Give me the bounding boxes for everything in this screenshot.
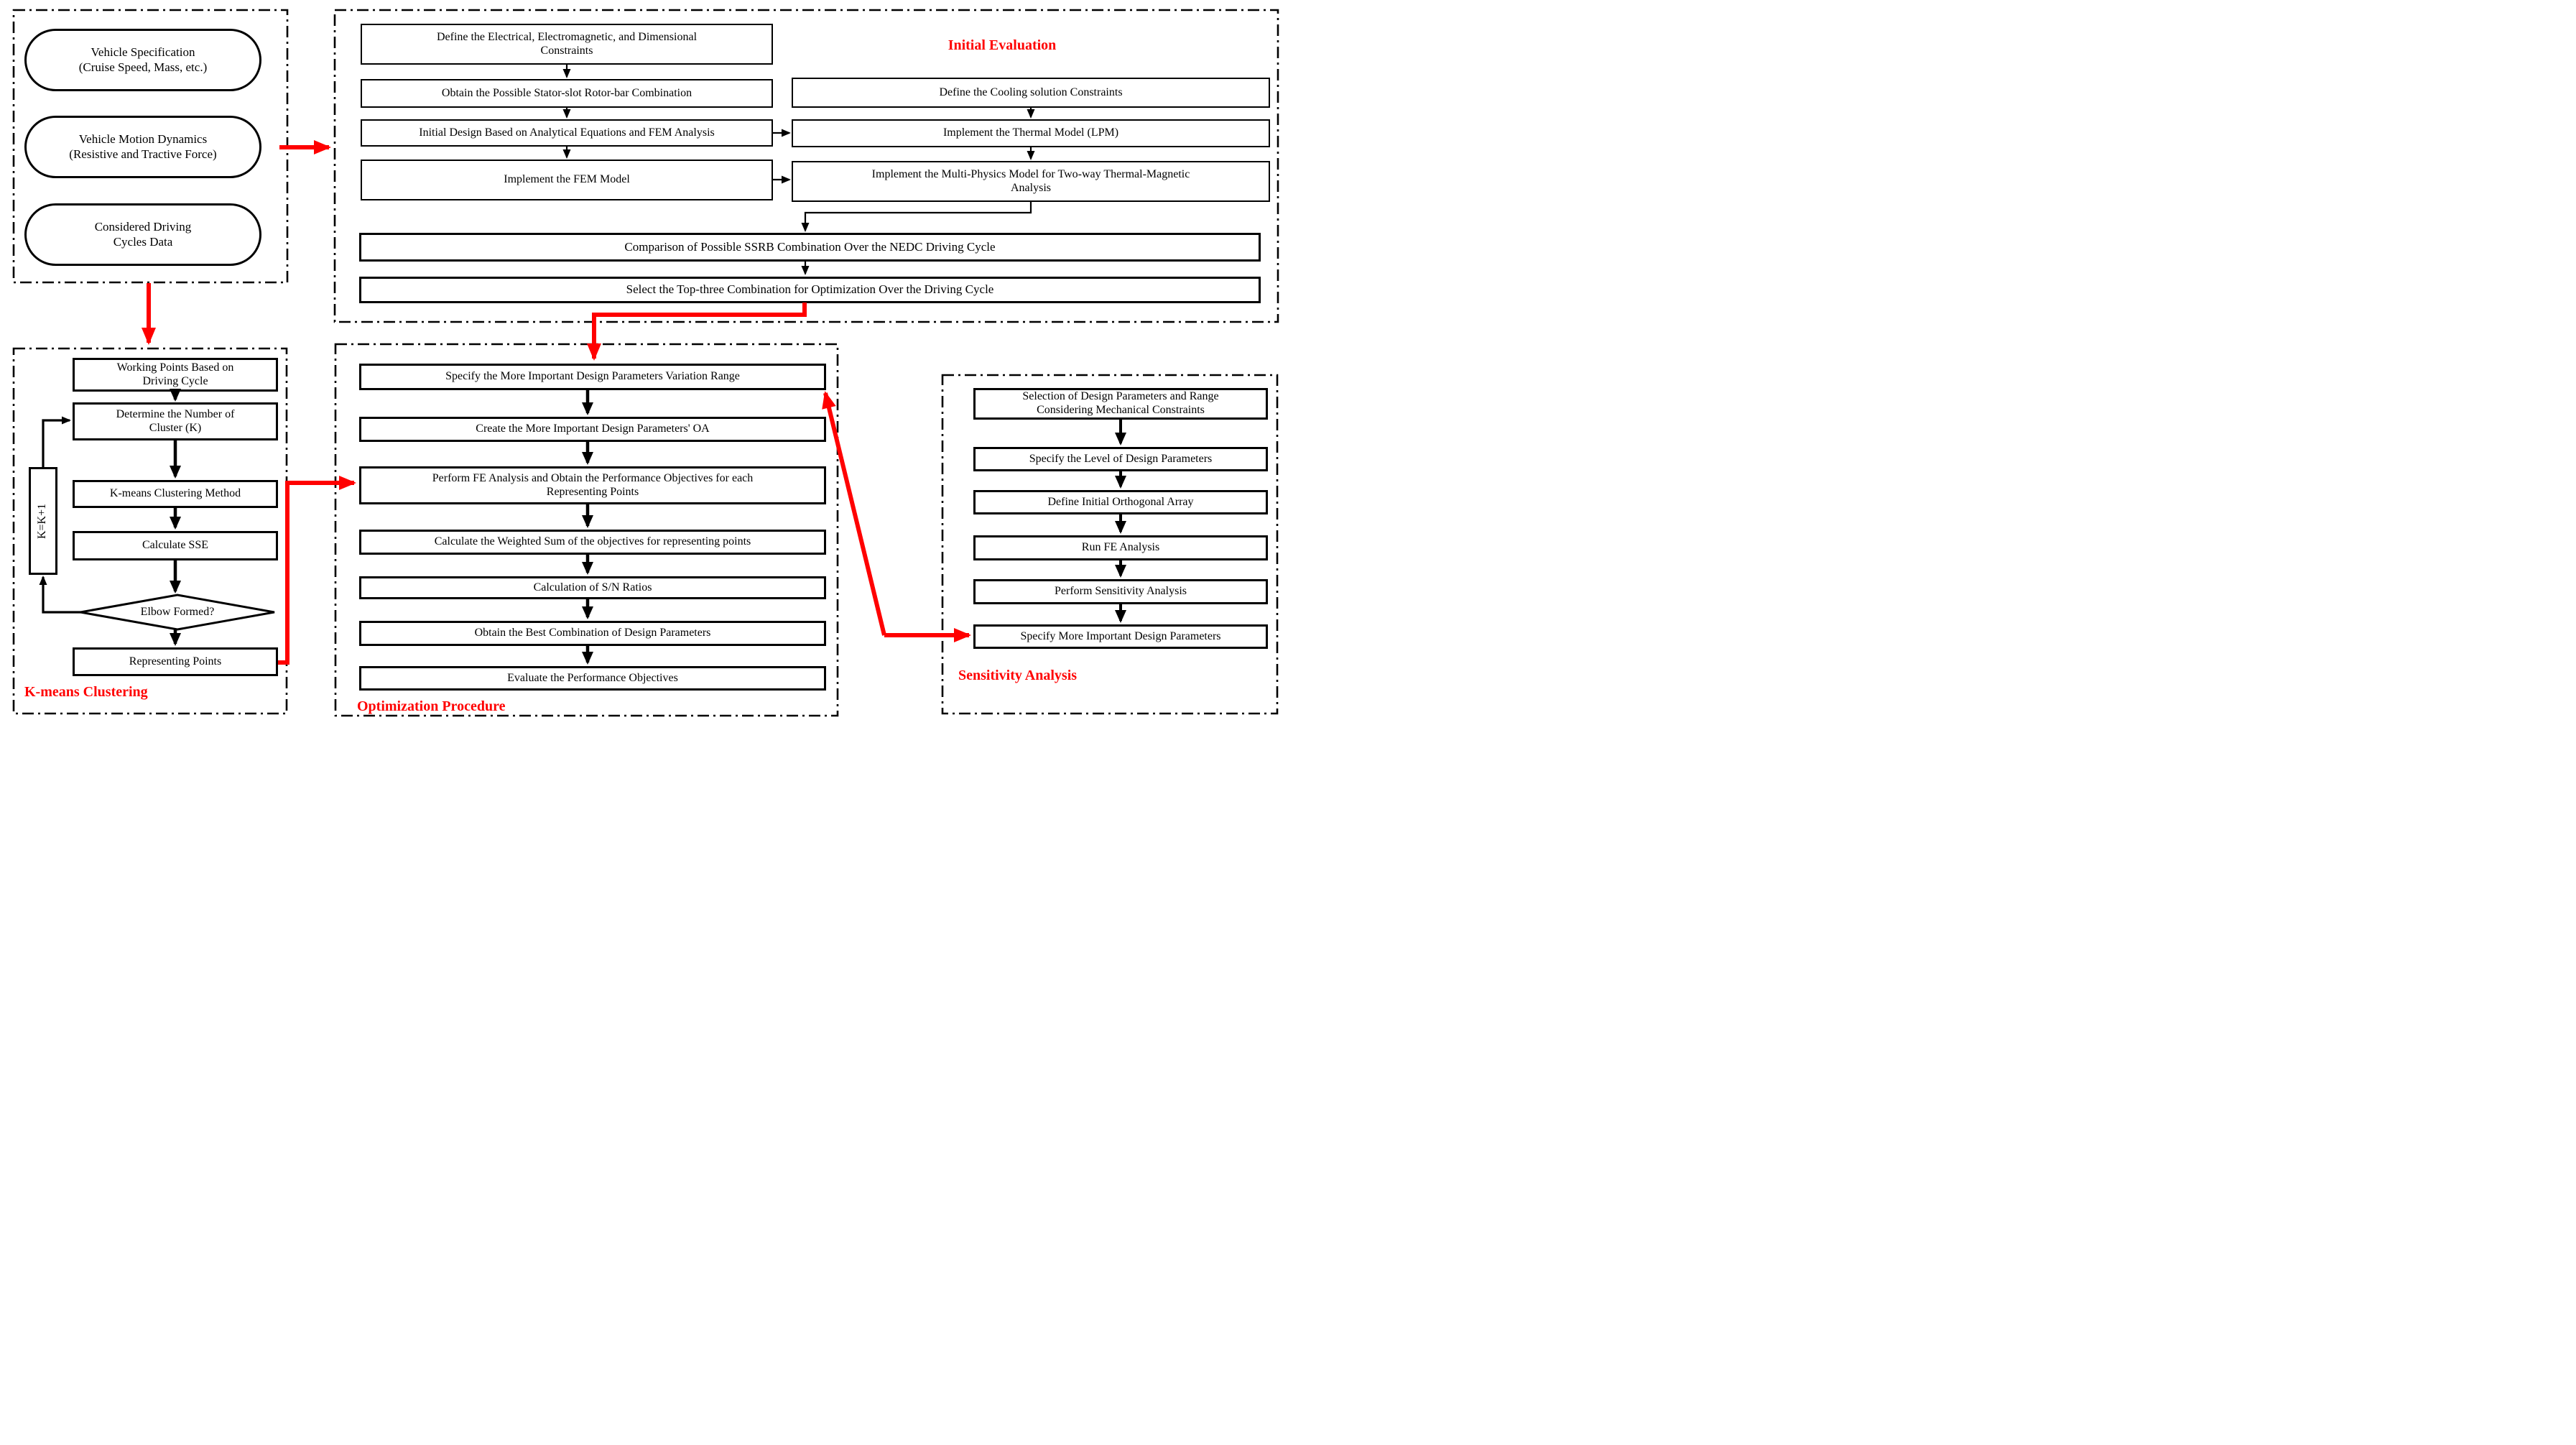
- box-vehicle-motion-dynamics: Vehicle Motion Dynamics (Resistive and T…: [24, 116, 261, 178]
- box-run-fe-analysis: Run FE Analysis: [973, 535, 1268, 560]
- box-create-oa: Create the More Important Design Paramet…: [359, 417, 826, 442]
- box-calculate-sse: Calculate SSE: [73, 531, 278, 560]
- box-weighted-sum: Calculate the Weighted Sum of the object…: [359, 530, 826, 555]
- arrow-top-three-to-optimization: [587, 303, 807, 361]
- box-initial-design: Initial Design Based on Analytical Equat…: [361, 119, 773, 147]
- box-multi-physics-model: Implement the Multi-Physics Model for Tw…: [792, 161, 1270, 202]
- box-driving-cycles-data: Considered Driving Cycles Data: [24, 203, 261, 266]
- box-vehicle-specification: Vehicle Specification (Cruise Speed, Mas…: [24, 29, 261, 91]
- box-implement-fem-model: Implement the FEM Model: [361, 160, 773, 200]
- kmeans-section-title: K-means Clustering: [24, 684, 148, 700]
- sensitivity-section-title: Sensitivity Analysis: [958, 668, 1078, 683]
- box-k-increment-loop: K=K+1: [29, 467, 57, 575]
- box-ssrb-comparison: Comparison of Possible SSRB Combination …: [359, 233, 1261, 262]
- box-kmeans-method: K-means Clustering Method: [73, 480, 278, 508]
- box-selection-design-parameters: Selection of Design Parameters and Range…: [973, 388, 1268, 420]
- box-working-points: Working Points Based on Driving Cycle: [73, 358, 278, 392]
- box-perform-fe-analysis: Perform FE Analysis and Obtain the Perfo…: [359, 466, 826, 504]
- box-determine-cluster-number: Determine the Number of Cluster (K): [73, 402, 278, 440]
- arrow-representing-points-to-fe-analysis: [278, 476, 356, 665]
- flowchart-canvas: Vehicle Specification (Cruise Speed, Mas…: [0, 0, 1288, 723]
- box-perform-sensitivity-analysis: Perform Sensitivity Analysis: [973, 579, 1268, 604]
- box-sn-ratios: Calculation of S/N Ratios: [359, 576, 826, 599]
- box-select-top-three: Select the Top-three Combination for Opt…: [359, 277, 1261, 303]
- box-best-combination: Obtain the Best Combination of Design Pa…: [359, 621, 826, 646]
- box-representing-points: Representing Points: [73, 647, 278, 676]
- box-evaluate-performance: Evaluate the Performance Objectives: [359, 666, 826, 691]
- initial-evaluation-title: Initial Evaluation: [948, 37, 1057, 53]
- box-initial-orthogonal-array: Define Initial Orthogonal Array: [973, 490, 1268, 514]
- decision-elbow-formed: Elbow Formed?: [140, 606, 215, 618]
- arrow-sensitivity-to-variation-range: [822, 391, 886, 636]
- box-specify-level: Specify the Level of Design Parameters: [973, 447, 1268, 471]
- box-specify-important-parameters: Specify More Important Design Parameters: [973, 624, 1268, 649]
- k-increment-label: K=K+1: [36, 503, 49, 539]
- optimization-section-title: Optimization Procedure: [357, 698, 506, 714]
- box-stator-slot-rotor-bar: Obtain the Possible Stator-slot Rotor-ba…: [361, 79, 773, 108]
- box-cooling-solution-constraints: Define the Cooling solution Constraints: [792, 78, 1270, 108]
- box-thermal-model-lpm: Implement the Thermal Model (LPM): [792, 119, 1270, 147]
- box-define-electrical-constraints: Define the Electrical, Electromagnetic, …: [361, 24, 773, 65]
- box-specify-variation-range: Specify the More Important Design Parame…: [359, 364, 826, 390]
